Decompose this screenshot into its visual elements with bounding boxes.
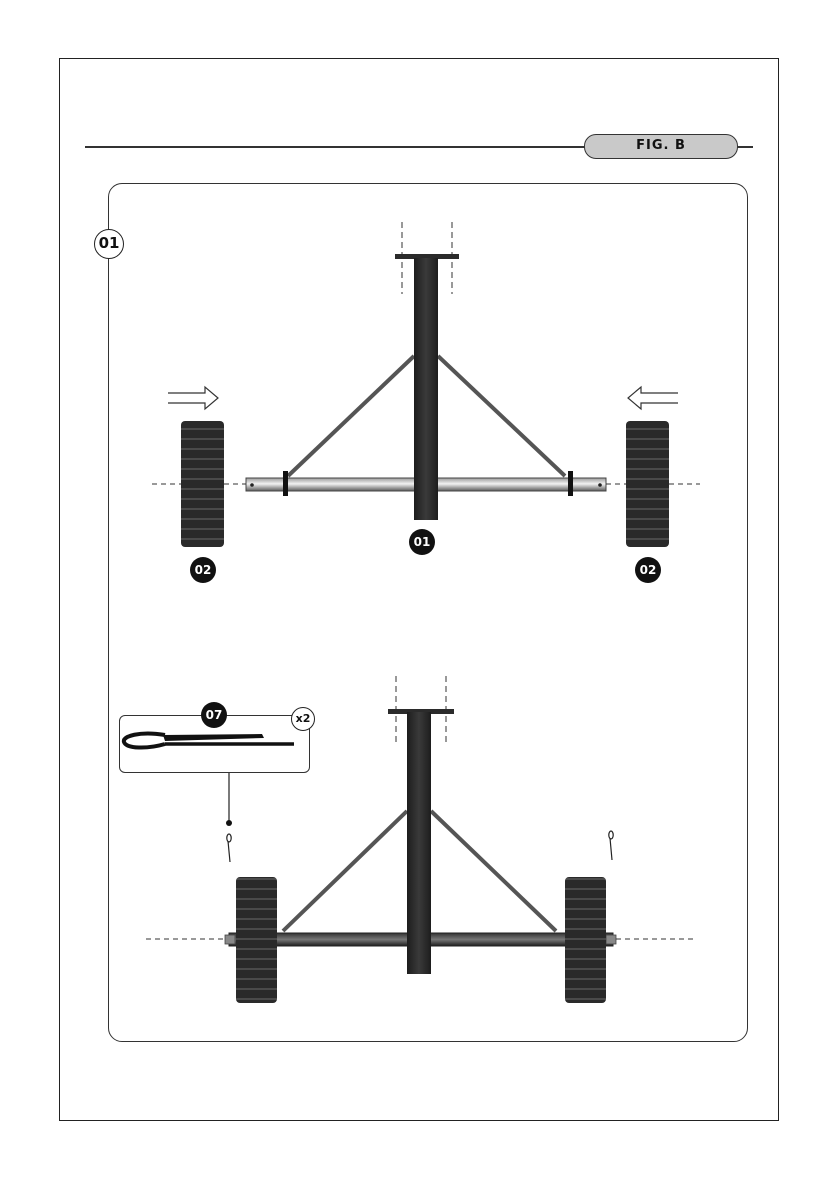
right-strut [431, 811, 556, 931]
right-wheel [565, 877, 606, 1003]
cotter-pin-icon [227, 834, 231, 862]
step-number: 01 [94, 229, 124, 259]
part-badge-frame: 01 [409, 529, 435, 555]
right-wheel [626, 421, 669, 547]
left-collar [283, 471, 288, 496]
left-strut [283, 811, 407, 931]
left-strut [288, 356, 414, 476]
hollow-arrow-left-icon [628, 387, 678, 409]
part-badge-right-wheel: 02 [635, 557, 661, 583]
frame-post [407, 712, 431, 974]
top-assembly [152, 222, 700, 547]
frame-post [414, 258, 438, 520]
left-wheel [236, 877, 277, 1003]
left-wheel [181, 421, 224, 547]
part-badge-pin: 07 [201, 702, 227, 728]
cotter-pin-icon [609, 831, 613, 860]
part-badge-left-wheel: 02 [190, 557, 216, 583]
right-strut [438, 356, 565, 476]
quantity-badge: x2 [291, 707, 315, 731]
hollow-arrow-right-icon [168, 387, 218, 409]
right-collar [568, 471, 573, 496]
